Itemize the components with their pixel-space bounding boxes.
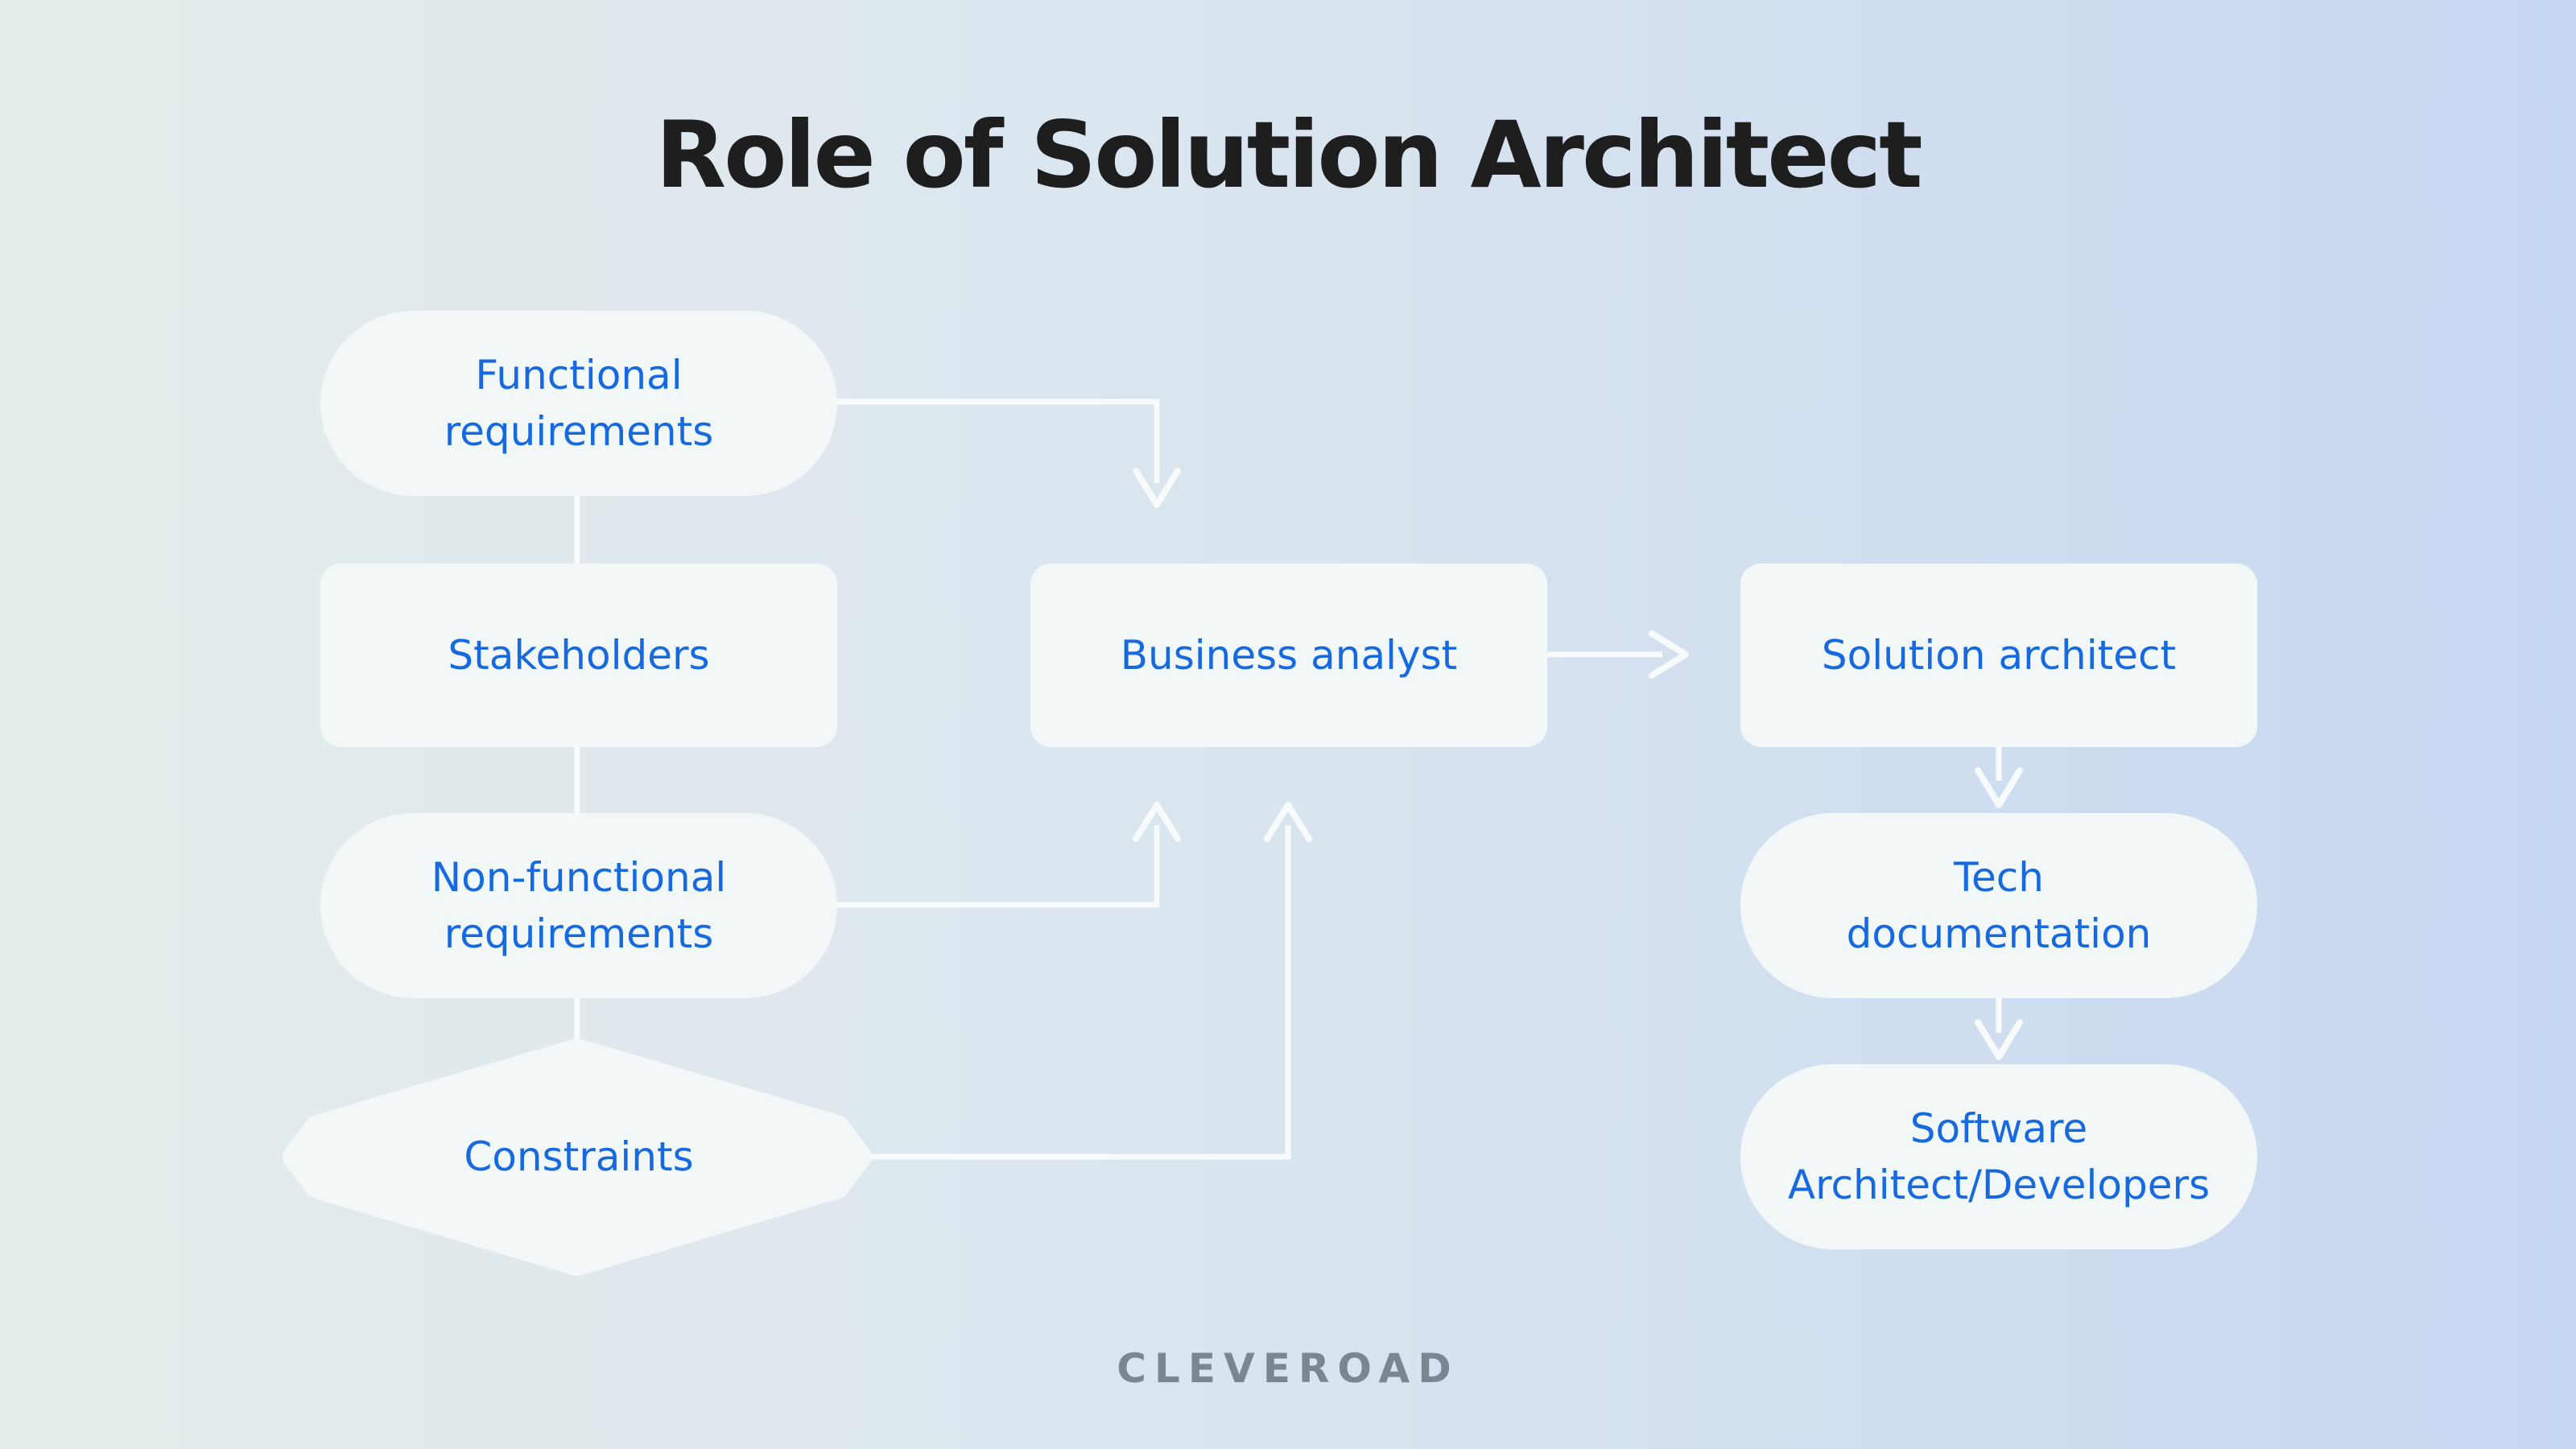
functional-requirements-label: Functional requirements — [444, 352, 714, 455]
tech-documentation-label: Tech documentation — [1846, 854, 2152, 957]
stakeholders-node: Stakeholders — [320, 564, 837, 747]
brand-logo: CLEVEROAD — [1117, 1345, 1459, 1392]
constraints-shape — [283, 1038, 872, 1276]
functional-requirements-node: Functional requirements — [320, 311, 837, 496]
stakeholders-label: Stakeholders — [448, 632, 710, 679]
non-functional-requirements-label: Non-functional requirements — [431, 854, 727, 957]
connector-functional-ba — [837, 398, 1160, 483]
non-functional-requirements-node: Non-functional requirements — [320, 813, 837, 998]
arrowhead-functional-ba — [1133, 468, 1181, 508]
arrowhead-tech-dev — [1975, 1019, 2023, 1060]
arrowhead-sa-tech — [1975, 767, 2023, 808]
tech-documentation-node: Tech documentation — [1740, 813, 2257, 998]
software-developers-label: Software Architect/Developers — [1787, 1105, 2211, 1208]
business-analyst-node: Business analyst — [1030, 564, 1547, 747]
software-developers-node: Software Architect/Developers — [1740, 1064, 2257, 1249]
arrowhead-ba-sa — [1649, 630, 1689, 679]
constraints-label: Constraints — [464, 1133, 694, 1180]
arrowhead-constraints-ba — [1264, 802, 1312, 842]
arrowhead-nonfunctional-ba — [1133, 802, 1181, 842]
diagram-title: Role of Solution Architect — [655, 101, 1922, 208]
connector-constraints-ba — [860, 825, 1291, 1160]
connector-nonfunctional-ba — [837, 825, 1160, 908]
solution-architect-label: Solution architect — [1821, 632, 2177, 679]
solution-architect-node: Solution architect — [1740, 564, 2257, 747]
business-analyst-label: Business analyst — [1120, 632, 1458, 679]
